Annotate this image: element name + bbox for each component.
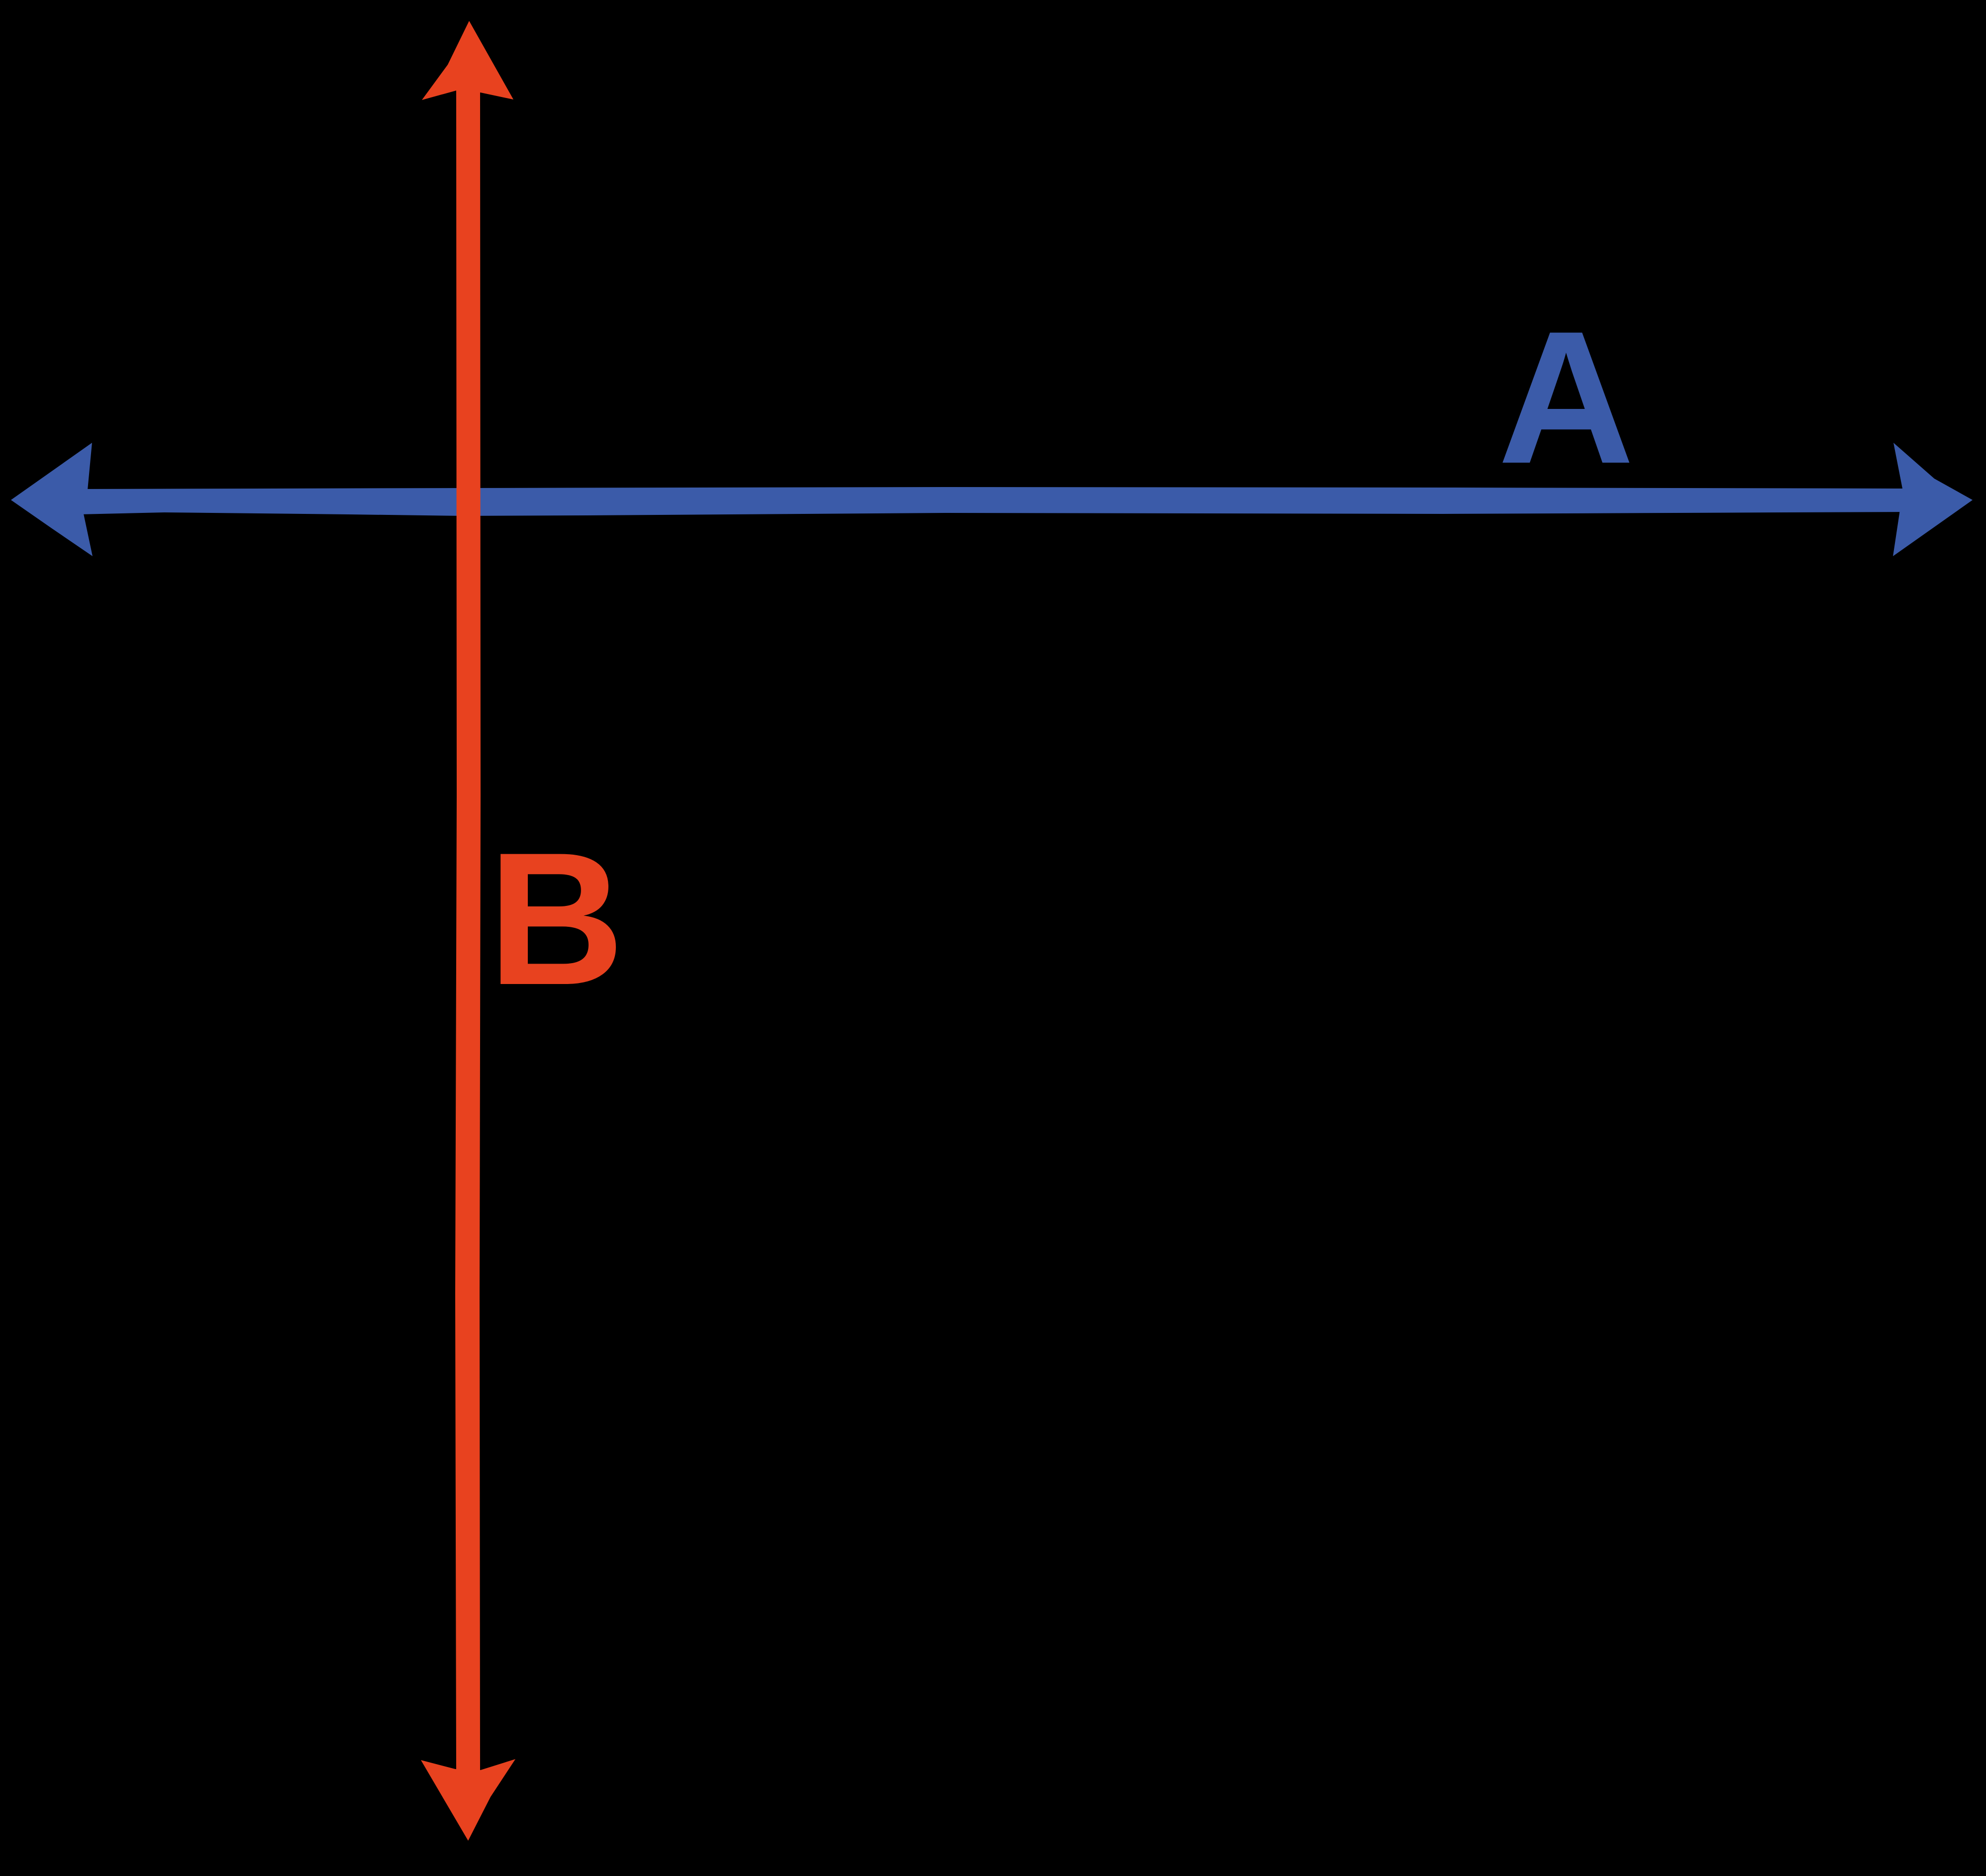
line-a-shaft xyxy=(79,487,1906,516)
line-a-right-arrowhead xyxy=(1893,443,1973,556)
line-a-left-arrowhead xyxy=(11,443,93,556)
line-b-top-arrowhead xyxy=(422,21,513,100)
line-a-arrow xyxy=(11,443,1973,556)
line-b-arrow xyxy=(421,21,515,1841)
label-a: A xyxy=(1498,292,1634,503)
line-b-shaft xyxy=(455,89,481,1771)
line-b-bottom-arrowhead xyxy=(421,1759,515,1841)
label-b: B xyxy=(488,813,624,1024)
